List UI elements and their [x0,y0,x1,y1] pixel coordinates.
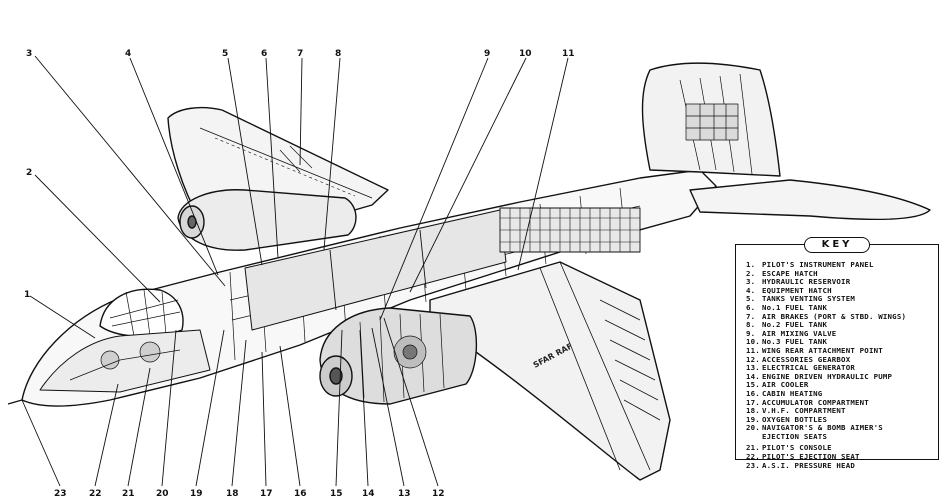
key-item: 23.A.S.I. PRESSURE HEAD [746,460,855,470]
key-item: 2.ESCAPE HATCH [746,268,818,278]
callout-4: 4 [125,49,131,59]
key-item: 12.ACCESSORIES GEARBOX [746,354,851,364]
key-item: 13.ELECTRICAL GENERATOR [746,363,855,373]
callout-20: 20 [156,489,169,499]
callout-22: 22 [89,489,102,499]
callout-5: 5 [222,49,228,59]
callout-14: 14 [362,489,375,499]
callout-numbers-top: 3 4 5 6 7 8 9 10 11 [26,49,575,59]
starboard-engine-nacelle [177,189,357,251]
key-item: 8.No.2 FUEL TANK [746,320,828,330]
callout-9: 9 [484,49,490,59]
key-item: 4.EQUIPMENT HATCH [746,285,832,295]
key-item: 7.AIR BRAKES (PORT & STBD. WINGS) [746,311,907,321]
callout-21: 21 [122,489,135,499]
key-item: 15.AIR COOLER [746,380,809,390]
key-item: 6.No.1 FUEL TANK [746,302,828,312]
key-item: 1.PILOT'S INSTRUMENT PANEL [746,260,874,269]
callout-15: 15 [330,489,343,499]
cockpit-canopy [99,288,184,337]
callout-12: 12 [432,489,445,499]
key-item: 17.ACCUMULATOR COMPARTMENT [746,397,869,407]
callout-3: 3 [26,49,32,59]
key-title: KEY [804,237,870,253]
callout-6: 6 [261,49,267,59]
callout-numbers-bottom: 23 22 21 20 19 18 17 16 15 14 13 12 [54,489,445,499]
key-panel: KEY 1.PILOT'S INSTRUMENT PANEL 2.ESCAPE … [735,237,939,469]
key-item: 3.HYDRAULIC RESERVOIR [746,277,851,287]
callout-16: 16 [294,489,307,499]
key-item: EJECTION SEATS [762,431,828,441]
key-item: 10.No.3 FUEL TANK [746,337,828,347]
callout-19: 19 [190,489,203,499]
key-item: 16.CABIN HEATING [746,388,823,398]
key-item: 14.ENGINE DRIVEN HYDRAULIC PUMP [746,371,893,381]
tailplane [689,179,931,221]
key-item: 21.PILOT'S CONSOLE [746,443,832,453]
key-item: 5.TANKS VENTING SYSTEM [746,294,855,304]
callout-numbers-left: 2 1 [24,168,32,300]
key-item: 20.NAVIGATOR'S & BOMB AIMER'S [746,423,883,433]
key-item: 18.V.H.F. COMPARTMENT [746,406,846,416]
callout-10: 10 [519,49,532,59]
callout-2: 2 [26,168,32,178]
key-item: 11.WING REAR ATTACHMENT POINT [746,345,883,355]
callout-1: 1 [24,290,30,300]
callout-8: 8 [335,49,341,59]
key-item: 9.AIR MIXING VALVE [746,328,837,338]
fuel-tanks [244,209,507,331]
callout-23: 23 [54,489,67,499]
callout-7: 7 [297,49,303,59]
callout-17: 17 [260,489,273,499]
key-item: 22.PILOT'S EJECTION SEAT [746,452,860,462]
callout-18: 18 [226,489,239,499]
key-item: 19.OXYGEN BOTTLES [746,414,828,424]
callout-13: 13 [398,489,411,499]
key-list: 1.PILOT'S INSTRUMENT PANEL 2.ESCAPE HATC… [746,260,934,470]
callout-11: 11 [562,49,575,59]
